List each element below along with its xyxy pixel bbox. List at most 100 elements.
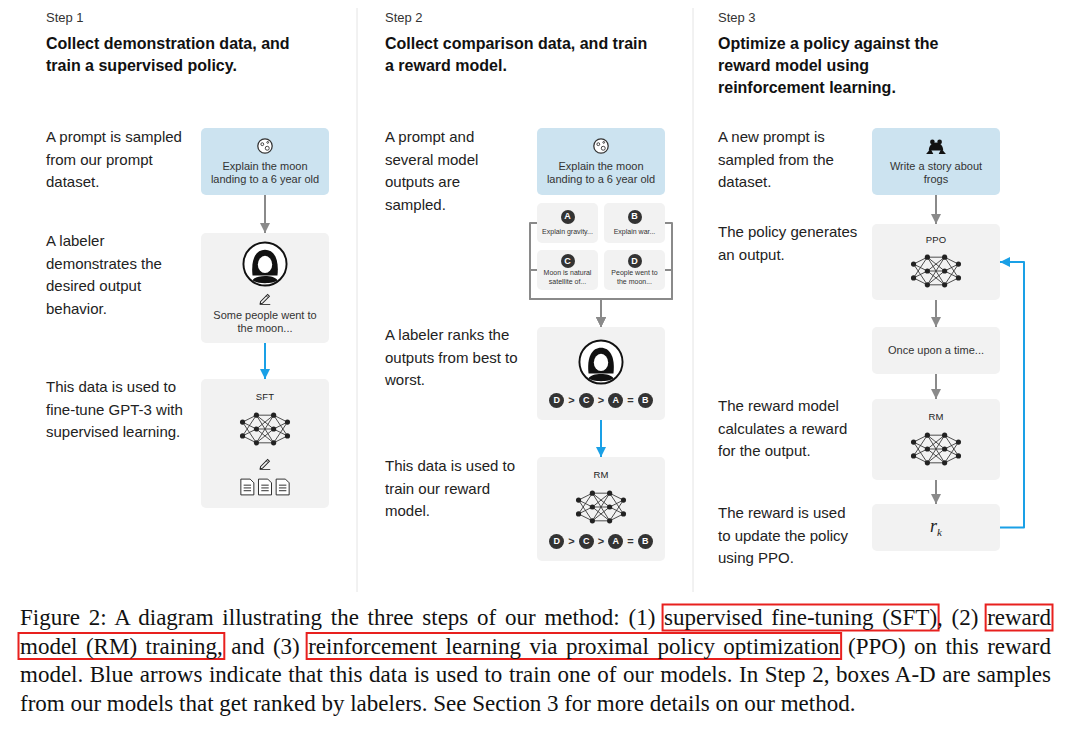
box-text: Write a story about frogs	[877, 160, 995, 186]
sample-box: CMoon is natural satellite of...	[537, 250, 598, 290]
prompt-box: Explain the moon landing to a 6 year old	[201, 128, 329, 195]
step-description: This data is used to train our reward mo…	[385, 455, 520, 523]
box-text: Moon is natural satellite of...	[540, 269, 595, 286]
sample-letter: D	[628, 254, 642, 268]
model-name: RM	[928, 411, 943, 422]
net-icon	[911, 433, 961, 466]
figure-caption: Figure 2: A diagram illustrating the thr…	[20, 604, 1051, 718]
model-box: SFT	[201, 379, 329, 508]
step-number: Step 2	[385, 10, 423, 26]
person-icon	[579, 340, 622, 383]
ranking-letter: C	[579, 534, 594, 549]
sample-letter: C	[561, 254, 575, 268]
model-name: SFT	[256, 391, 275, 402]
model-box: RM	[872, 399, 1000, 480]
ranking-letter: A	[608, 393, 623, 408]
net-icon	[910, 430, 962, 468]
net-icon	[576, 491, 626, 524]
box-text: People went to the moon...	[607, 269, 662, 286]
model-name: RM	[593, 469, 608, 480]
training-arrow	[1000, 262, 1024, 528]
model-name: PPO	[926, 234, 947, 245]
sample-box: DPeople went to the moon...	[604, 250, 665, 290]
ranking-letter: A	[608, 534, 623, 549]
moon-icon	[258, 139, 272, 153]
ranking-symbol: >	[598, 534, 604, 549]
ranking-symbol: >	[568, 393, 574, 408]
flow-arrow	[264, 195, 266, 233]
person-icon	[242, 241, 288, 287]
step-description: A new prompt is sampled from the dataset…	[718, 126, 858, 194]
step-description: A labeler ranks the outputs from best to…	[385, 324, 520, 392]
frog-icon	[925, 137, 947, 155]
docs-icon	[241, 479, 289, 495]
output-box: Once upon a time...	[872, 327, 1000, 374]
step-number: Step 1	[46, 10, 84, 26]
step-description: A labeler demonstrates the desired outpu…	[46, 230, 186, 320]
person-icon	[578, 339, 624, 385]
step-title: Collect demonstration data, and train a …	[46, 33, 321, 77]
box-text: Explain the moon landing to a 6 year old	[542, 160, 660, 186]
labeler-box: Some people went to the moon...	[201, 233, 329, 343]
ranking-symbol: =	[627, 393, 633, 408]
ranking-letter: C	[579, 393, 594, 408]
step-number: Step 3	[718, 10, 756, 26]
ranking-row: D > C > A = B	[549, 393, 652, 408]
step-description: A prompt and several model outputs are s…	[385, 126, 520, 216]
prompt-box: Write a story about frogs	[872, 128, 1000, 195]
box-text: Explain the moon landing to a 6 year old	[206, 160, 324, 186]
pencil-icon	[260, 460, 271, 470]
step-description: The reward model calculates a reward for…	[718, 395, 858, 463]
ranking-letter: D	[549, 534, 564, 549]
docs-icon	[239, 478, 291, 496]
net-icon	[910, 252, 962, 290]
box-text: Some people went to the moon...	[206, 309, 324, 335]
ranking-symbol: =	[627, 534, 633, 549]
ranking-symbol: >	[598, 393, 604, 408]
step-description: A prompt is sampled from our prompt data…	[46, 126, 186, 194]
prompt-box: Explain the moon landing to a 6 year old	[537, 128, 665, 195]
pencil-icon	[260, 295, 271, 305]
flow-arrow	[935, 374, 937, 399]
ranking-symbol: >	[568, 534, 574, 549]
ranking-letter: B	[638, 534, 653, 549]
flow-arrow	[935, 300, 937, 327]
person-icon	[243, 242, 286, 285]
sample-box: B Explain war...	[604, 203, 665, 243]
step-description: The policy generates an output.	[718, 221, 858, 266]
sample-letter: A	[561, 210, 575, 224]
flow-arrow	[935, 195, 937, 224]
moon-icon	[256, 137, 274, 155]
pencil-icon	[258, 291, 272, 305]
model-box: RM D > C > A = B	[537, 457, 665, 561]
sample-box: A Explain gravity...	[537, 203, 598, 243]
ranking-letter: B	[638, 393, 653, 408]
flow-arrow	[935, 480, 937, 504]
reward-box: rk	[872, 504, 1000, 551]
reward-subscript: k	[937, 527, 942, 539]
net-icon	[575, 488, 627, 526]
box-text: Explain war...	[614, 228, 656, 237]
reward-symbol: r	[930, 516, 937, 536]
reward-symbol: rk	[930, 516, 942, 538]
net-icon	[911, 254, 961, 287]
moon-icon	[594, 139, 608, 153]
step-description: The reward is used to update the policy …	[718, 502, 858, 570]
net-icon	[239, 410, 291, 448]
model-box: PPO	[872, 224, 1000, 300]
step-title: Collect comparison data, and train a rew…	[385, 33, 660, 77]
box-text: Once upon a time...	[888, 344, 984, 357]
column-separator	[357, 8, 358, 592]
ranking-letter: D	[549, 393, 564, 408]
ranking-box: D > C > A = B	[537, 327, 665, 420]
moon-icon	[592, 137, 610, 155]
frog-icon	[926, 140, 946, 154]
sample-letter: B	[628, 210, 642, 224]
training-arrow	[264, 343, 266, 379]
net-icon	[240, 413, 290, 446]
box-text: Explain gravity...	[542, 228, 593, 237]
training-arrow	[600, 420, 602, 457]
step-description: This data is used to fine-tune GPT-3 wit…	[46, 376, 186, 444]
ranking-row: D > C > A = B	[549, 534, 652, 549]
pencil-icon	[258, 456, 272, 470]
